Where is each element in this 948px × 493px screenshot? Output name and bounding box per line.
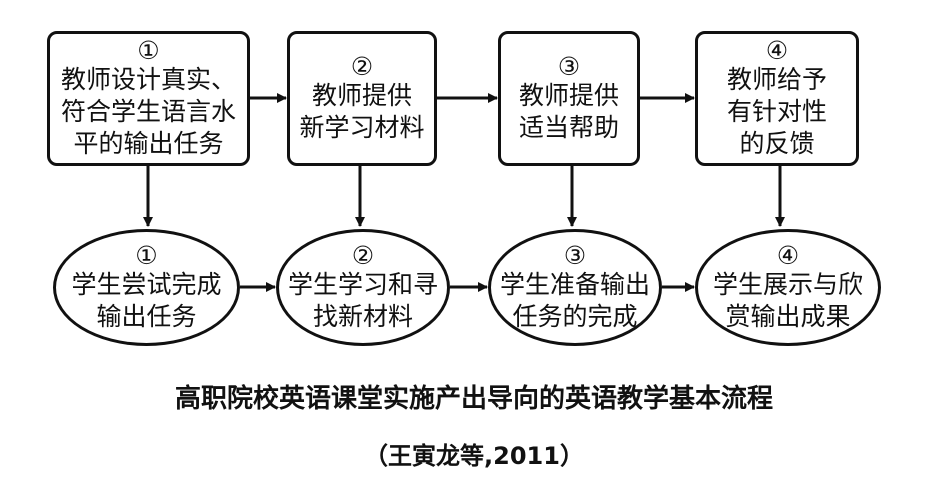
step-text: 教师设计真实、 符合学生语言水 平的输出任务 (60, 65, 236, 158)
step-text: 学生准备输出 任务的完成 (499, 270, 650, 331)
student-step-1: ① 学生尝试完成 输出任务 (53, 229, 240, 346)
teacher-step-2: ② 教师提供 新学习材料 (287, 31, 437, 166)
student-step-4: ④ 学生展示与欣 赏输出成果 (695, 229, 881, 346)
teacher-step-4: ④ 教师给予 有针对性 的反馈 (695, 31, 859, 166)
figure-title: 高职院校英语课堂实施产出导向的英语教学基本流程 (174, 384, 773, 414)
step-number: ① (137, 36, 160, 65)
step-text: 教师提供 适当帮助 (518, 81, 619, 142)
step-text: 教师给予 有针对性 的反馈 (726, 65, 827, 158)
student-step-3: ③ 学生准备输出 任务的完成 (488, 229, 662, 346)
step-text: 教师提供 新学习材料 (299, 81, 425, 142)
teacher-step-1: ① 教师设计真实、 符合学生语言水 平的输出任务 (47, 31, 250, 166)
step-text: 学生尝试完成 输出任务 (71, 270, 222, 331)
figure-source: （王寅龙等,2011） (364, 442, 584, 470)
teacher-step-3: ③ 教师提供 适当帮助 (498, 31, 640, 166)
step-number: ① (135, 241, 158, 270)
step-text: 学生学习和寻 找新材料 (287, 270, 438, 331)
student-step-2: ② 学生学习和寻 找新材料 (276, 229, 450, 346)
step-number: ④ (776, 241, 800, 270)
step-number: ④ (765, 36, 789, 65)
step-number: ③ (563, 241, 587, 270)
step-number: ③ (557, 52, 581, 81)
step-text: 学生展示与欣 赏输出成果 (712, 270, 863, 331)
step-number: ② (351, 241, 375, 270)
step-number: ② (350, 52, 374, 81)
